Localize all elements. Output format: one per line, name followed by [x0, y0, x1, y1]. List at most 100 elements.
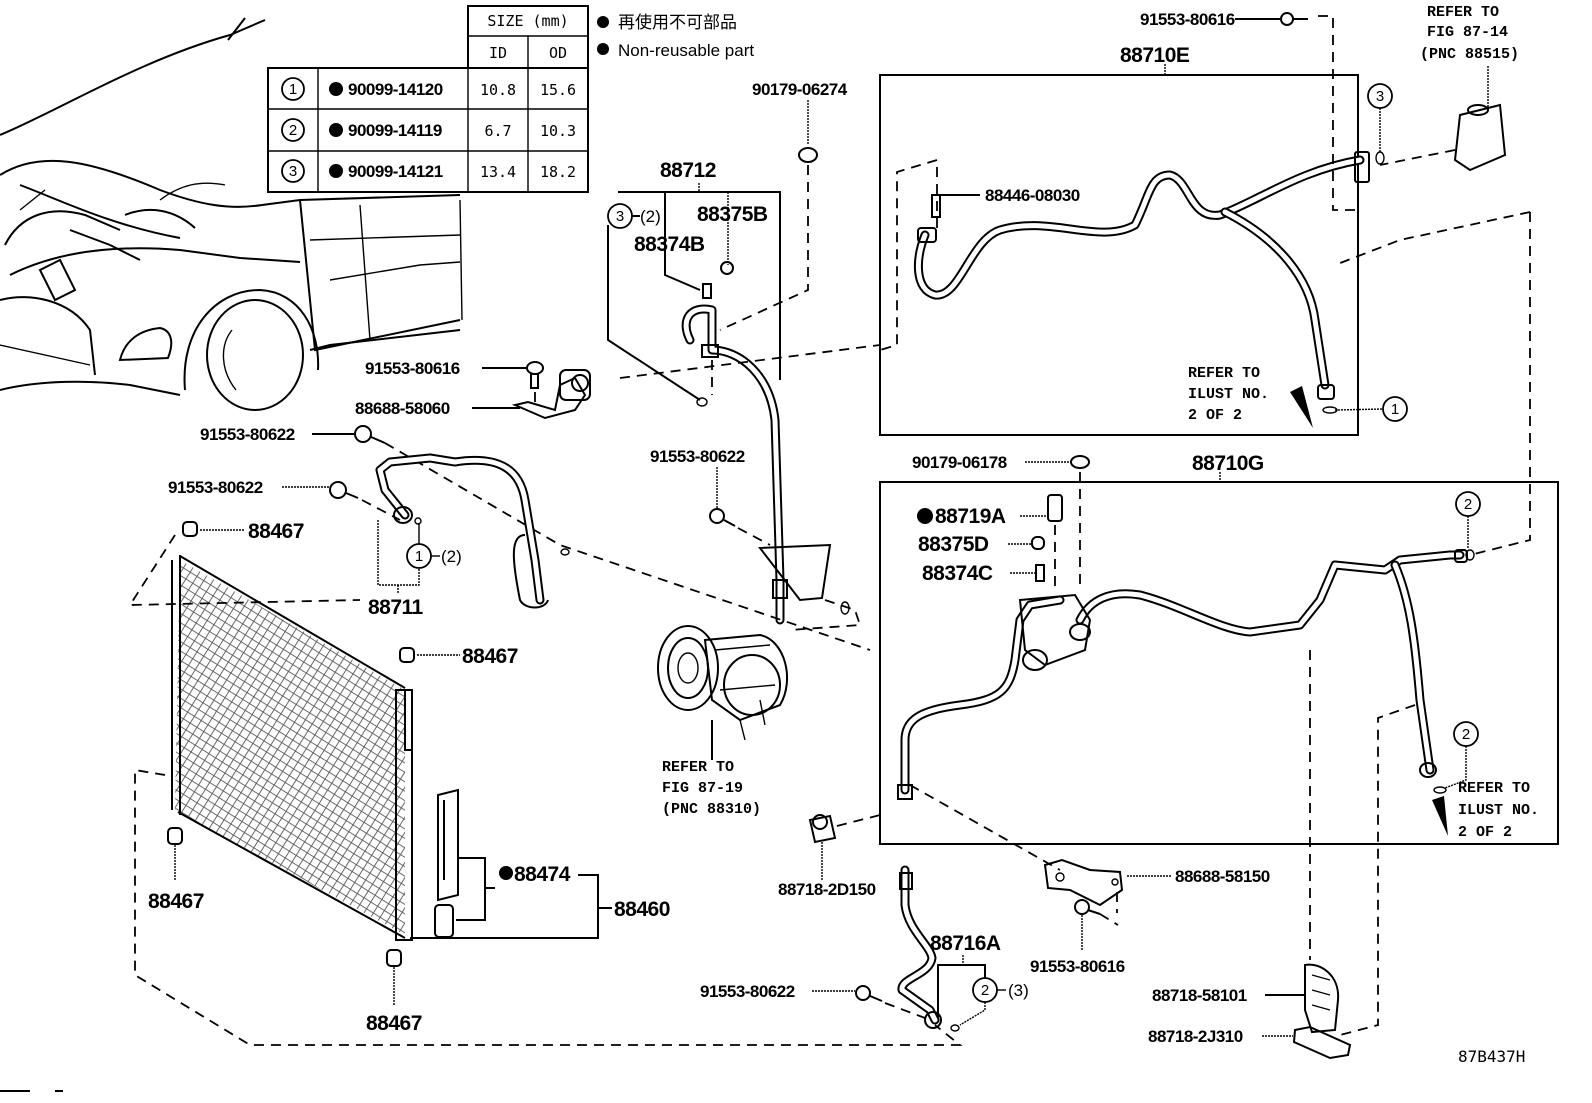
part-label-88710E: 88710E	[1120, 44, 1190, 67]
plug-88467-a: 88467	[182, 520, 304, 543]
refer-ilust-line1: REFER TO	[1188, 365, 1260, 382]
assembly-88710G: 88710G 90179-06178 88719A 88375D 88374C …	[879, 452, 1559, 1036]
legend-jp-label: 再使用不可部品	[618, 12, 737, 32]
plug-88467-b: 88467	[399, 645, 518, 668]
part-label-88375B: 88375B	[697, 203, 768, 226]
callout-3-text: 3	[616, 208, 624, 225]
table-header-size: SIZE (mm)	[487, 12, 568, 30]
compressor: REFER TO FIG 87-19 (PNC 88310)	[657, 625, 789, 818]
refer-ilust2-line1: REFER TO	[1458, 780, 1530, 797]
refer-8719-line2: FIG 87-19	[662, 780, 743, 797]
non-reusable-dot-icon	[597, 16, 609, 28]
part-label-88467-b: 88467	[462, 645, 518, 668]
bolt-91553-80622-c: 91553-80622	[650, 447, 771, 546]
inner-diameter: 13.4	[480, 163, 516, 181]
refer-8719-line1: REFER TO	[662, 759, 734, 776]
callout-3-qty: (2)	[640, 207, 661, 226]
outer-diameter: 15.6	[540, 81, 576, 99]
part-label-88718-2J310: 88718-2J310	[1148, 1027, 1243, 1046]
plug-88467-d: 88467	[366, 949, 422, 1035]
part-label-88467-d: 88467	[366, 1012, 422, 1035]
plug-88467-c: 88467	[148, 827, 204, 913]
part-label-88374C: 88374C	[922, 562, 993, 585]
hose-88712-group: 90179-06274 88712 88375B 88374B 3 (2)	[607, 80, 881, 631]
ref-number: 1	[289, 81, 297, 98]
part-number: 90099-14121	[348, 162, 443, 181]
part-label-88719A: 88719A	[935, 505, 1006, 528]
callout-1-text: 1	[415, 548, 423, 565]
callout-2-text: 2	[1464, 496, 1472, 513]
part-label-90179-06178: 90179-06178	[912, 453, 1007, 472]
part-label-91553-80616-mid: 91553-80616	[365, 359, 460, 378]
part-label-88688-58150: 88688-58150	[1175, 867, 1270, 886]
part-label-88460: 88460	[614, 898, 670, 921]
inner-diameter: 10.8	[480, 81, 516, 99]
assembly-88710E: 88710E 88446-08030 3 1 REFER TO ILUST NO…	[879, 44, 1408, 436]
part-label-88712: 88712	[660, 159, 716, 182]
refer-ilust-line3: 2 OF 2	[1188, 407, 1242, 424]
vehicle-outline	[0, 17, 463, 411]
oring-size-table: SIZE (mm) ID OD 1 90099-14120 10.8 15.6 …	[267, 5, 589, 193]
part-label-91553-80622-b: 91553-80622	[168, 478, 263, 497]
part-label-88474: 88474	[514, 863, 571, 886]
part-label-88446-08030: 88446-08030	[985, 186, 1080, 205]
part-label-91553-80616-top: 91553-80616	[1140, 10, 1235, 29]
ref-number: 3	[289, 163, 297, 180]
refer-ilust-line2: ILUST NO.	[1188, 386, 1269, 403]
table-row: 1 90099-14120 10.8 15.6	[281, 77, 576, 101]
callout-3-text: 3	[1376, 88, 1384, 105]
legend: 再使用不可部品 Non-reusable part	[597, 12, 754, 60]
refer-ilust2-line2: ILUST NO.	[1458, 802, 1539, 819]
part-label-88711: 88711	[368, 596, 424, 619]
part-label-88467-c: 88467	[148, 890, 204, 913]
part-label-88710G: 88710G	[1192, 452, 1264, 475]
part-label-91553-80616-low: 91553-80616	[1030, 957, 1125, 976]
part-label-91553-80622-c: 91553-80622	[650, 447, 745, 466]
outer-diameter: 18.2	[540, 163, 576, 181]
part-label-91553-80622-d: 91553-80622	[700, 982, 795, 1001]
arrow-down-icon	[1290, 386, 1313, 428]
part-label-88375D: 88375D	[918, 533, 989, 556]
condenser: 88467 88467 88467 88467 88474 88460	[128, 520, 963, 1046]
part-label-88718-58101: 88718-58101	[1152, 986, 1247, 1005]
part-label-88467-a: 88467	[248, 520, 304, 543]
bolt-91553-80616-top: 91553-80616	[1140, 10, 1355, 211]
ref-number: 2	[289, 122, 297, 139]
part-label-88688-58060: 88688-58060	[355, 399, 450, 418]
figure-code: 87B437H	[1458, 1047, 1525, 1066]
callout-1-text: 1	[1391, 401, 1399, 418]
refer-ilust2-line3: 2 OF 2	[1458, 824, 1512, 841]
part-label-88716A: 88716A	[930, 932, 1001, 955]
refer-8719-line3: (PNC 88310)	[662, 801, 761, 818]
table-header-id: ID	[489, 44, 507, 62]
part-label-88718-2D150: 88718-2D150	[778, 880, 876, 899]
non-reusable-dot-icon	[329, 123, 343, 137]
arrow-down-icon	[1432, 796, 1448, 836]
part-number: 90099-14119	[348, 121, 442, 140]
pipe-88716A: 88716A 2 (3) 91553-80622	[700, 865, 1029, 1032]
non-reusable-dot-icon	[499, 866, 513, 880]
table-header-od: OD	[549, 44, 567, 62]
callout-2-qty: (3)	[1008, 981, 1029, 1000]
non-reusable-dot-icon	[597, 43, 609, 55]
non-reusable-dot-icon	[329, 82, 343, 96]
bracket-88688-58060-group: 91553-80616 88688-58060	[355, 359, 591, 420]
clamp-88718-2D150: 88718-2D150	[778, 814, 881, 899]
callout-2-text: 2	[1462, 726, 1470, 743]
clamp-88718-2J310: 88718-2J310	[1148, 1025, 1352, 1060]
expansion-valve: REFER TO FIG 87-14 (PNC 88515)	[1334, 4, 1531, 556]
callout-2-text: 2	[981, 982, 989, 999]
refer-8714-line1: REFER TO	[1427, 4, 1499, 21]
clamp-88718-58101: 88718-58101	[1152, 963, 1340, 1034]
refer-8714-line2: FIG 87-14	[1427, 24, 1508, 41]
hose-88711-group: 91553-80622 91553-80622 1 (2) 88711	[168, 425, 871, 651]
bracket-88688-58150: 88688-58150 91553-80616	[1030, 858, 1270, 976]
part-label-90179-06274: 90179-06274	[752, 80, 848, 99]
part-label-91553-80622-a: 91553-80622	[200, 425, 295, 444]
table-row: 3 90099-14121 13.4 18.2	[281, 159, 576, 183]
table-row: 2 90099-14119 6.7 10.3	[281, 118, 576, 142]
refer-8714-line3: (PNC 88515)	[1420, 46, 1519, 63]
legend-en-label: Non-reusable part	[618, 41, 754, 60]
callout-1-qty: (2)	[441, 547, 462, 566]
